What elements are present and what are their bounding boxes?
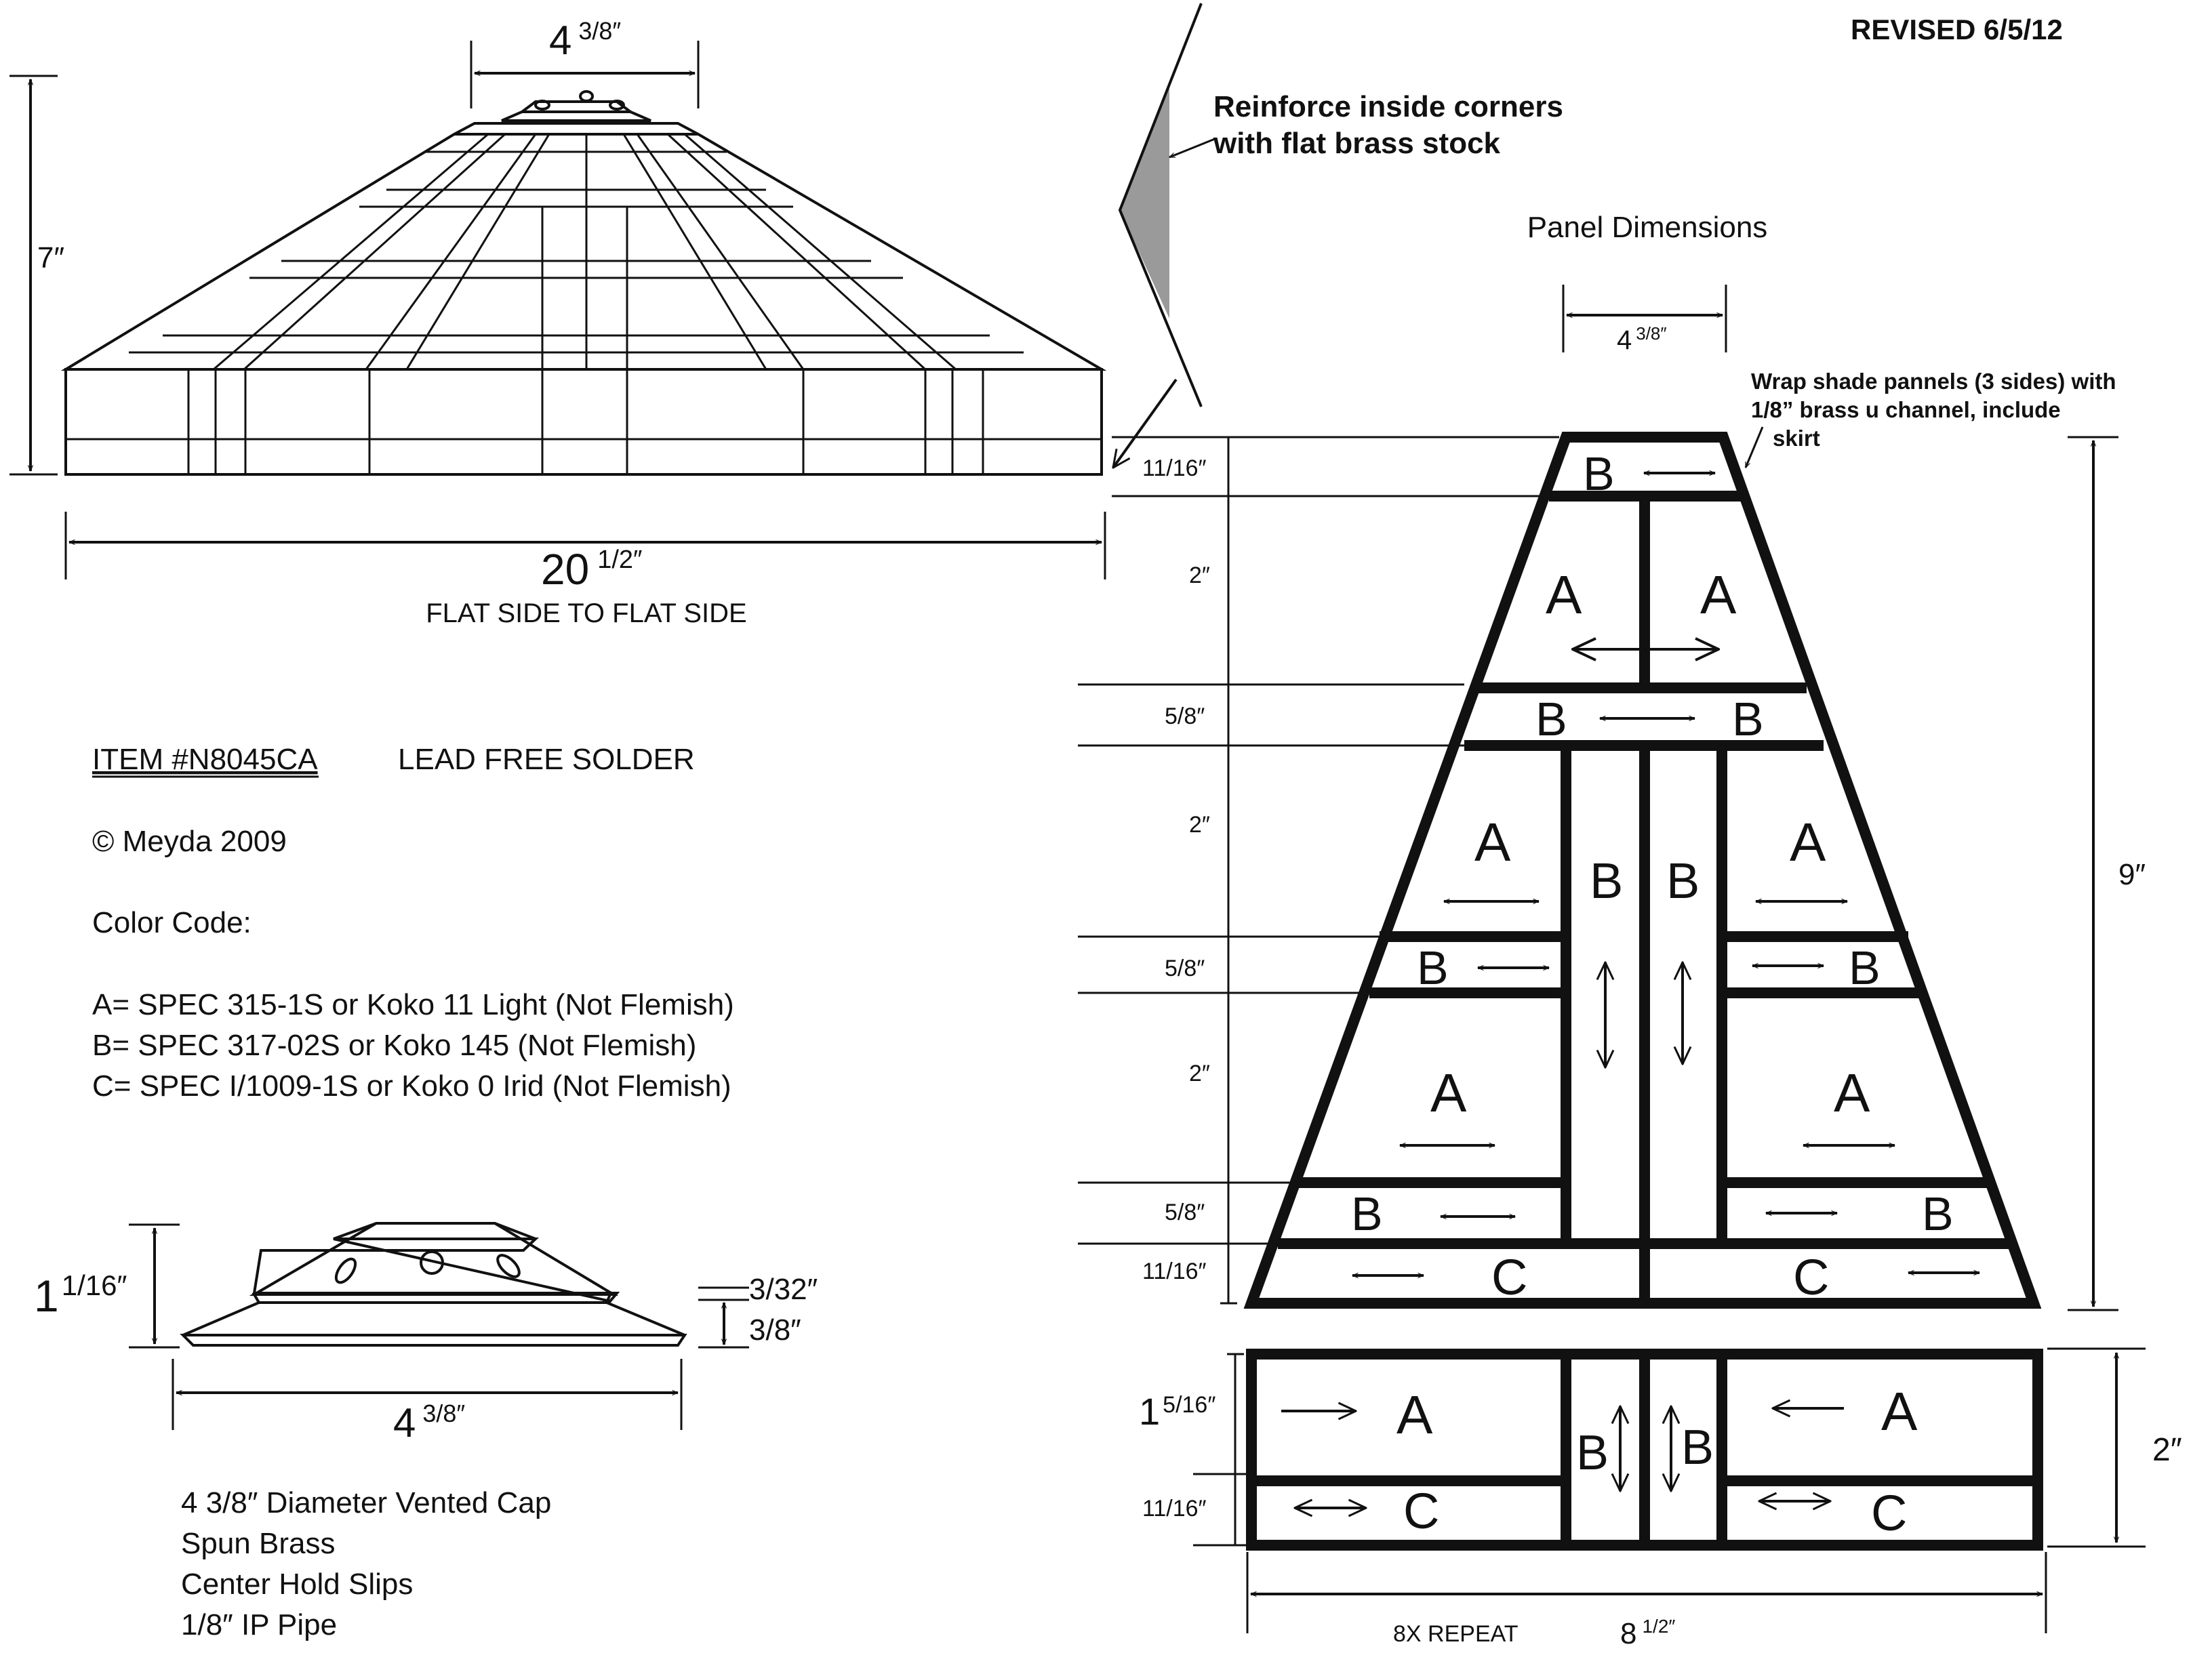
item-info: ITEM #N8045CA LEAD FREE SOLDER © Meyda 2… <box>92 743 734 1103</box>
svg-text:A: A <box>1474 812 1511 872</box>
svg-text:B: B <box>1351 1187 1383 1240</box>
svg-text:B: B <box>1590 853 1623 909</box>
svg-text:A: A <box>1790 812 1826 872</box>
svg-text:B: B <box>1576 1426 1609 1480</box>
svg-text:2″: 2″ <box>1189 1061 1210 1086</box>
revision-label: REVISED 6/5/12 <box>1851 14 2063 45</box>
cap-height: 11/16″ <box>34 1269 127 1321</box>
svg-text:A: A <box>1881 1381 1918 1442</box>
repeat-note: 8X REPEAT <box>1393 1621 1519 1647</box>
solder-note: LEAD FREE SOLDER <box>398 743 695 776</box>
svg-text:B: B <box>1417 941 1449 994</box>
wrap-note: Wrap shade pannels (3 sides) with 1/8” b… <box>1744 369 2116 468</box>
color-code-a: A= SPEC 315-1S or Koko 11 Light (Not Fle… <box>92 988 734 1021</box>
cap-desc-1: 4 3/8″ Diameter Vented Cap <box>181 1486 551 1519</box>
reinforce-note-line2: with flat brass stock <box>1213 127 1501 160</box>
skirt-row-c-height: 11/16″ <box>1142 1496 1207 1521</box>
svg-text:5/8″: 5/8″ <box>1165 1200 1205 1225</box>
svg-text:Wrap shade pannels (3 sides) w: Wrap shade pannels (3 sides) with <box>1751 369 2116 394</box>
skirt-height: 2″ <box>2152 1432 2182 1468</box>
corner-reinforcement-detail: Reinforce inside corners with flat brass… <box>1113 3 1563 468</box>
svg-text:A: A <box>1834 1063 1870 1123</box>
svg-text:1/8” brass u channel, include: 1/8” brass u channel, include <box>1751 397 2061 422</box>
svg-text:B: B <box>1535 693 1567 745</box>
reinforce-note-line1: Reinforce inside corners <box>1213 90 1563 123</box>
color-code-title: Color Code: <box>92 906 252 939</box>
cap-desc-3: Center Hold Slips <box>181 1568 413 1601</box>
copyright: © Meyda 2009 <box>92 825 287 858</box>
color-code-b: B= SPEC 317-02S or Koko 145 (Not Flemish… <box>92 1029 696 1062</box>
svg-text:2″: 2″ <box>1189 812 1210 838</box>
cap-dim-rim: 3/8″ <box>749 1313 801 1347</box>
svg-text:C: C <box>1491 1249 1527 1305</box>
svg-text:11/16″: 11/16″ <box>1142 455 1207 481</box>
svg-text:B: B <box>1583 447 1615 500</box>
svg-text:B: B <box>1666 853 1700 909</box>
svg-text:5/8″: 5/8″ <box>1165 956 1205 981</box>
panel-pattern: B A A B B A A B B B B A A B B C C <box>1078 285 2146 1311</box>
svg-text:C: C <box>1871 1485 1907 1541</box>
svg-text:A: A <box>1396 1385 1433 1445</box>
cap-dim-small: 3/32″ <box>749 1273 818 1306</box>
svg-text:A: A <box>1430 1063 1467 1123</box>
svg-text:C: C <box>1403 1483 1439 1539</box>
svg-text:5/8″: 5/8″ <box>1165 703 1205 729</box>
shade-height: 7″ <box>37 241 64 274</box>
svg-text:11/16″: 11/16″ <box>1142 1259 1207 1284</box>
shade-width-note: FLAT SIDE TO FLAT SIDE <box>426 598 746 628</box>
svg-text:A: A <box>1546 565 1582 625</box>
svg-text:C: C <box>1793 1249 1829 1305</box>
cap-desc-2: Spun Brass <box>181 1527 335 1560</box>
panel-dimensions-title: Panel Dimensions <box>1527 211 1768 244</box>
svg-text:B: B <box>1681 1421 1714 1475</box>
svg-text:2″: 2″ <box>1189 563 1210 588</box>
panel-total-height: 9″ <box>2118 858 2146 891</box>
svg-text:B: B <box>1922 1187 1954 1240</box>
cap-desc-4: 1/8″ IP Pipe <box>181 1608 337 1641</box>
svg-text:skirt: skirt <box>1773 426 1820 451</box>
panel-row-dimensions: 11/16″ 2″ 5/8″ 2″ 5/8″ 2″ 5/8″ 11/16″ <box>1078 436 1559 1305</box>
color-code-c: C= SPEC I/1009-1S or Koko 0 Irid (Not Fl… <box>92 1069 731 1103</box>
svg-text:B: B <box>1849 941 1881 994</box>
item-number: ITEM #N8045CA <box>92 743 318 776</box>
svg-text:B: B <box>1732 693 1764 745</box>
svg-text:A: A <box>1700 565 1737 625</box>
